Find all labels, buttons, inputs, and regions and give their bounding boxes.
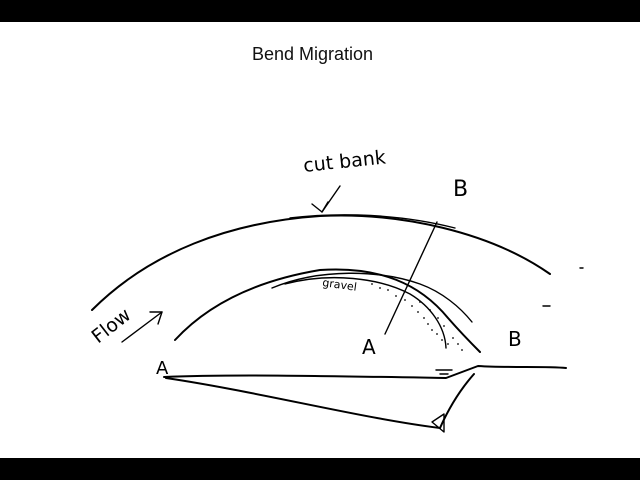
cross-section-surface [163, 365, 567, 379]
label-cut-bank: cut bank [302, 146, 387, 177]
bend-migration-sketch: cut bank gravel Flow A B A B [88, 146, 584, 433]
label-gravel: gravel [322, 276, 358, 294]
gravel-stipple [371, 283, 463, 351]
water-level-marker [435, 369, 453, 375]
label-section-start: A [362, 335, 376, 359]
cross-section-channel-bed [165, 373, 475, 429]
letterbox-bottom [0, 458, 640, 480]
flow-arrow [121, 311, 163, 343]
channel-bed-marker [431, 413, 445, 433]
cut-bank-arrowhead [311, 201, 329, 213]
label-cross-section-end: B [508, 327, 522, 351]
letterbox-top [0, 0, 640, 22]
flow-arrowhead [149, 311, 163, 325]
point-bar-lower-edge [284, 277, 447, 349]
section-line-a-b [384, 221, 438, 335]
outer-bank-line [91, 214, 551, 311]
whiteboard-canvas: Bend Migration [0, 22, 640, 458]
label-cross-section-start: A [156, 358, 169, 379]
diagram-title: Bend Migration [251, 44, 374, 64]
inner-bank-line [174, 268, 481, 353]
label-flow: Flow [88, 304, 136, 348]
point-bar-upper-edge [271, 272, 473, 323]
label-section-end: B [453, 177, 468, 202]
